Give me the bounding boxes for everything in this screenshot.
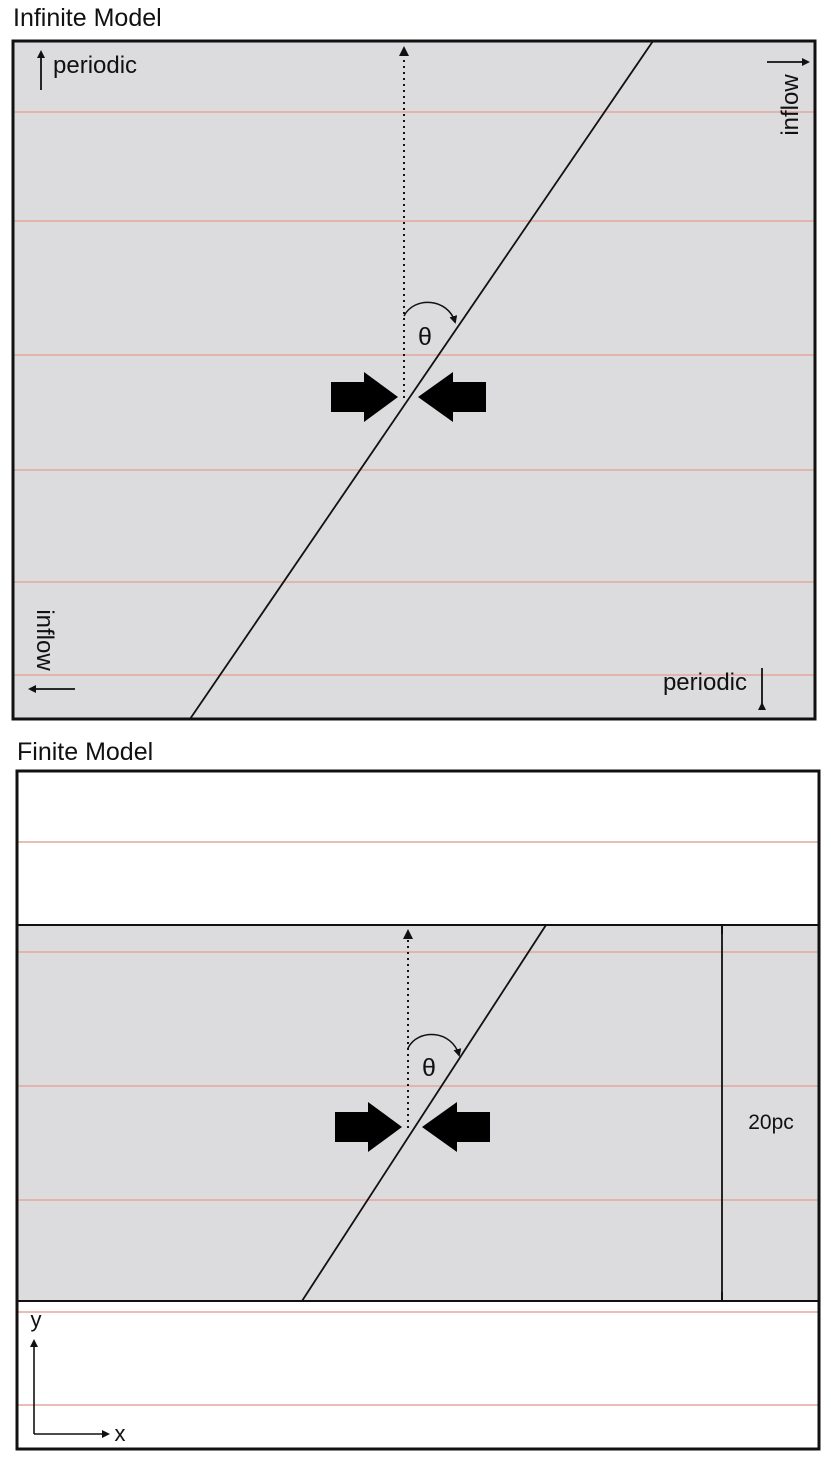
infinite-shock-front-line bbox=[189, 40, 654, 720]
infinite-angle-arc bbox=[403, 301, 458, 324]
infinite-box-border bbox=[11, 39, 817, 721]
finite-angle-arc bbox=[407, 1033, 462, 1057]
finite-box-border bbox=[15, 769, 821, 1451]
compression-arrow-icon bbox=[335, 1102, 402, 1152]
infinite-theta-label: θ bbox=[418, 323, 432, 351]
compression-arrow-icon bbox=[331, 372, 398, 422]
inflow-label-right: inflow bbox=[777, 74, 804, 136]
infinite-model-title: Infinite Model bbox=[13, 4, 162, 32]
infinite-box-background bbox=[13, 41, 815, 719]
finite-theta-label: θ bbox=[422, 1054, 436, 1082]
height-label: 20pc bbox=[748, 1111, 794, 1134]
compression-arrow-icon bbox=[418, 372, 486, 422]
inflow-label-left: inflow bbox=[31, 609, 58, 671]
finite-model-panel: θ 20pc y x bbox=[15, 769, 821, 1451]
x-axis-label: x bbox=[115, 1421, 126, 1446]
finite-field-lines bbox=[17, 841, 819, 1406]
finite-slab bbox=[17, 925, 819, 1301]
infinite-field-lines bbox=[13, 111, 815, 676]
infinite-model-panel: θ periodic periodic inflow inflow bbox=[11, 39, 817, 721]
periodic-label-top: periodic bbox=[53, 52, 137, 79]
compression-arrow-icon bbox=[422, 1102, 490, 1152]
periodic-label-bottom: periodic bbox=[663, 669, 747, 696]
y-axis-label: y bbox=[31, 1307, 42, 1332]
finite-shock-front-line bbox=[301, 924, 547, 1302]
finite-model-title: Finite Model bbox=[17, 738, 154, 766]
